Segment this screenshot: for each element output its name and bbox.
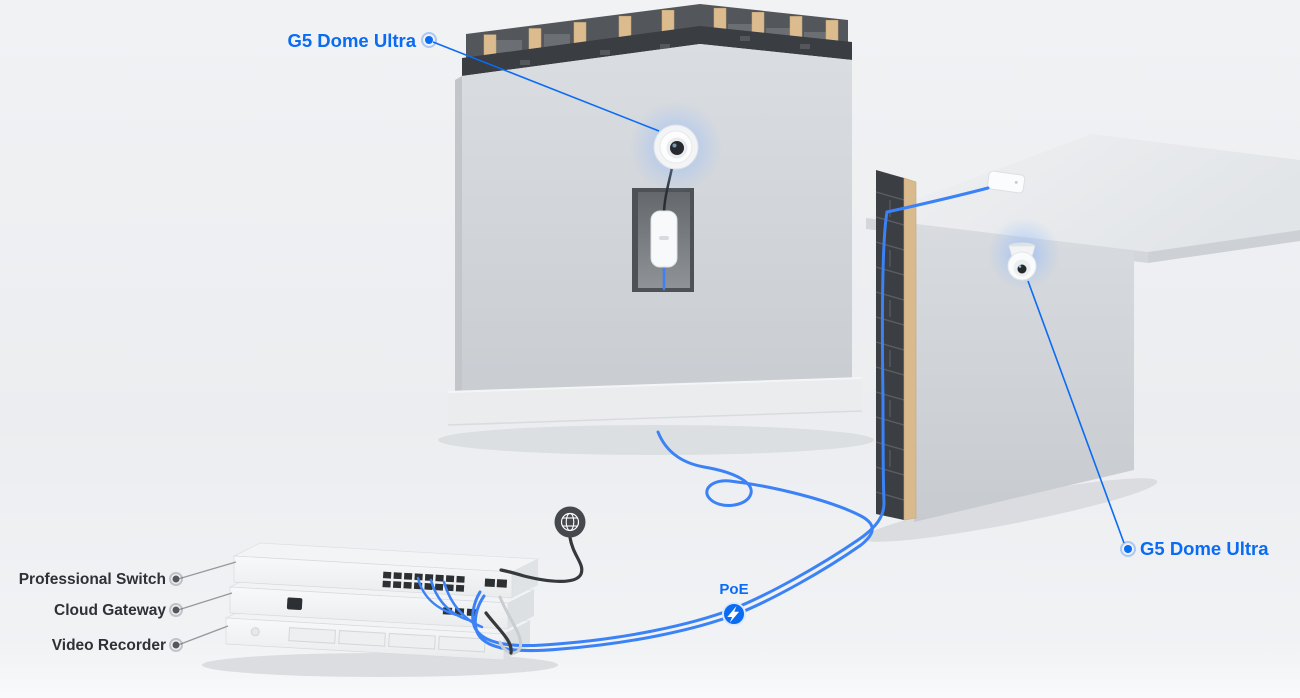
callout-camera-left: G5 Dome Ultra xyxy=(287,30,660,132)
right-wall-shadow xyxy=(862,478,1158,542)
device-stack-shadow xyxy=(202,653,558,677)
wall-left-edge xyxy=(455,76,462,403)
loose-gray-cable xyxy=(498,595,523,655)
gateway-label: Cloud Gateway xyxy=(54,602,166,619)
junction-box-slot xyxy=(659,236,669,240)
camera-right-label: G5 Dome Ultra xyxy=(1140,538,1269,559)
insulation-texture xyxy=(520,36,810,65)
camera-left-lens xyxy=(670,141,684,155)
floor-fade xyxy=(0,650,1300,698)
camera-left-lens-glint xyxy=(672,143,677,148)
callout-camera-right: G5 Dome Ultra xyxy=(1027,280,1269,559)
power-button xyxy=(250,627,260,637)
leader-line xyxy=(177,561,237,580)
switch-label: Professional Switch xyxy=(19,571,166,588)
callout-video-recorder: Video Recorder xyxy=(52,625,229,654)
drive-bays xyxy=(250,627,486,653)
lightning-bolt-icon xyxy=(727,606,740,623)
camera-left-label: G5 Dome Ultra xyxy=(287,30,416,51)
poe-label: PoE xyxy=(719,581,748,598)
right-wall-face xyxy=(914,224,1134,522)
gateway-power-cable xyxy=(484,611,513,655)
callout-dot-halo xyxy=(1120,541,1136,557)
baseboard-trim xyxy=(447,377,863,426)
leader-line xyxy=(177,625,229,646)
poe-cable-right-camera xyxy=(471,501,886,648)
leader-line xyxy=(177,592,233,611)
leader-line xyxy=(1027,280,1125,544)
ceiling-panel-top xyxy=(866,134,1300,252)
callout-dot-halo xyxy=(421,32,437,48)
masonry-column xyxy=(875,170,905,520)
camera-right-cable xyxy=(880,186,990,505)
insulation-band xyxy=(462,26,852,76)
globe-icon xyxy=(554,506,586,538)
callout-dot-halo xyxy=(169,572,183,586)
recorder-label: Video Recorder xyxy=(52,637,166,654)
callout-dot xyxy=(1124,545,1132,553)
uplink-port xyxy=(496,579,508,588)
callout-cloud-gateway: Cloud Gateway xyxy=(54,592,233,619)
leader-line xyxy=(432,41,660,132)
right-structure xyxy=(866,134,1300,522)
ceiling-right-edge xyxy=(1148,230,1300,263)
switch-patch-cables xyxy=(416,576,484,629)
callout-dot-halo xyxy=(169,603,183,617)
camera-right-lens xyxy=(1017,264,1027,274)
camera-right xyxy=(1007,242,1037,281)
uplink-port xyxy=(484,578,496,588)
device-stack xyxy=(224,542,540,661)
camera-left xyxy=(653,124,699,170)
ceiling-junction-box xyxy=(987,170,1026,194)
callout-dot xyxy=(425,36,433,44)
callout-dot xyxy=(172,641,180,649)
callout-dot xyxy=(172,575,180,583)
callout-professional-switch: Professional Switch xyxy=(19,561,237,588)
poe-cable-left-camera xyxy=(473,430,874,653)
left-wall xyxy=(447,4,863,426)
poe-callout: PoE xyxy=(719,581,749,626)
sheathing-strip xyxy=(903,177,917,521)
gateway-display xyxy=(286,597,303,611)
camera-right-lens-glint xyxy=(1018,265,1022,268)
internet-cable xyxy=(499,535,584,583)
left-wall-shadow xyxy=(438,425,874,455)
callout-dot xyxy=(172,606,180,614)
callout-dot-halo xyxy=(169,638,183,652)
wall-niche xyxy=(632,166,694,292)
